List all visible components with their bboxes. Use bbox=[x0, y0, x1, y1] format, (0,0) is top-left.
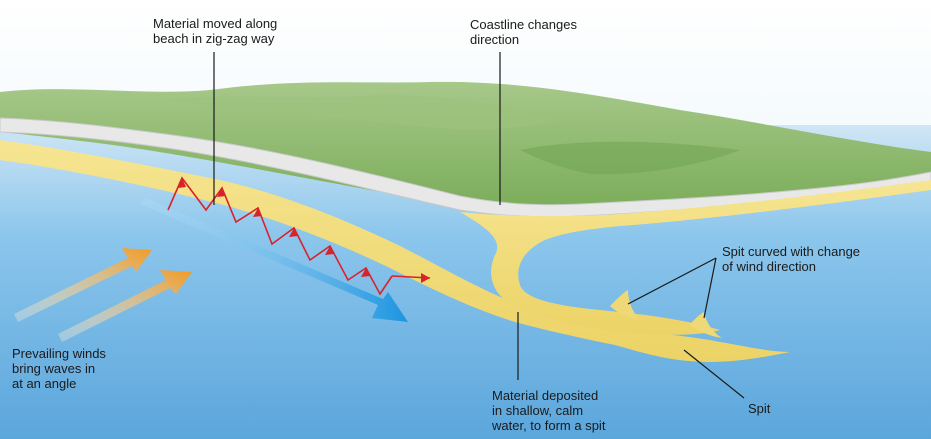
hill-shade bbox=[160, 95, 560, 130]
leader-lines bbox=[213, 52, 745, 399]
label-spit-curved: Spit curved with change of wind directio… bbox=[722, 244, 861, 274]
label-zigzag: Material moved along beach in zig-zag wa… bbox=[153, 16, 278, 46]
label-material-deposited: Material deposited in shallow, calm wate… bbox=[492, 388, 606, 433]
beach bbox=[0, 140, 790, 362]
longshore-drift-arrow bbox=[140, 198, 408, 322]
land bbox=[0, 81, 931, 214]
spit-hook-2 bbox=[690, 312, 722, 338]
wind-arrow-2 bbox=[58, 270, 192, 342]
spit-hook-1 bbox=[610, 290, 640, 320]
cliff-band bbox=[0, 117, 931, 218]
leader-curve-2 bbox=[703, 257, 717, 319]
label-coastline: Coastline changes direction bbox=[470, 17, 577, 47]
zigzag-arrowheads bbox=[178, 178, 430, 283]
spit-base bbox=[460, 180, 931, 335]
leader-spit bbox=[683, 349, 745, 399]
wind-arrow-1 bbox=[14, 248, 152, 322]
label-spit: Spit bbox=[748, 401, 771, 416]
label-prevailing-winds: Prevailing winds bring waves in at an an… bbox=[12, 346, 106, 391]
leader-curve-1 bbox=[627, 257, 717, 305]
valley-shade bbox=[520, 141, 740, 175]
